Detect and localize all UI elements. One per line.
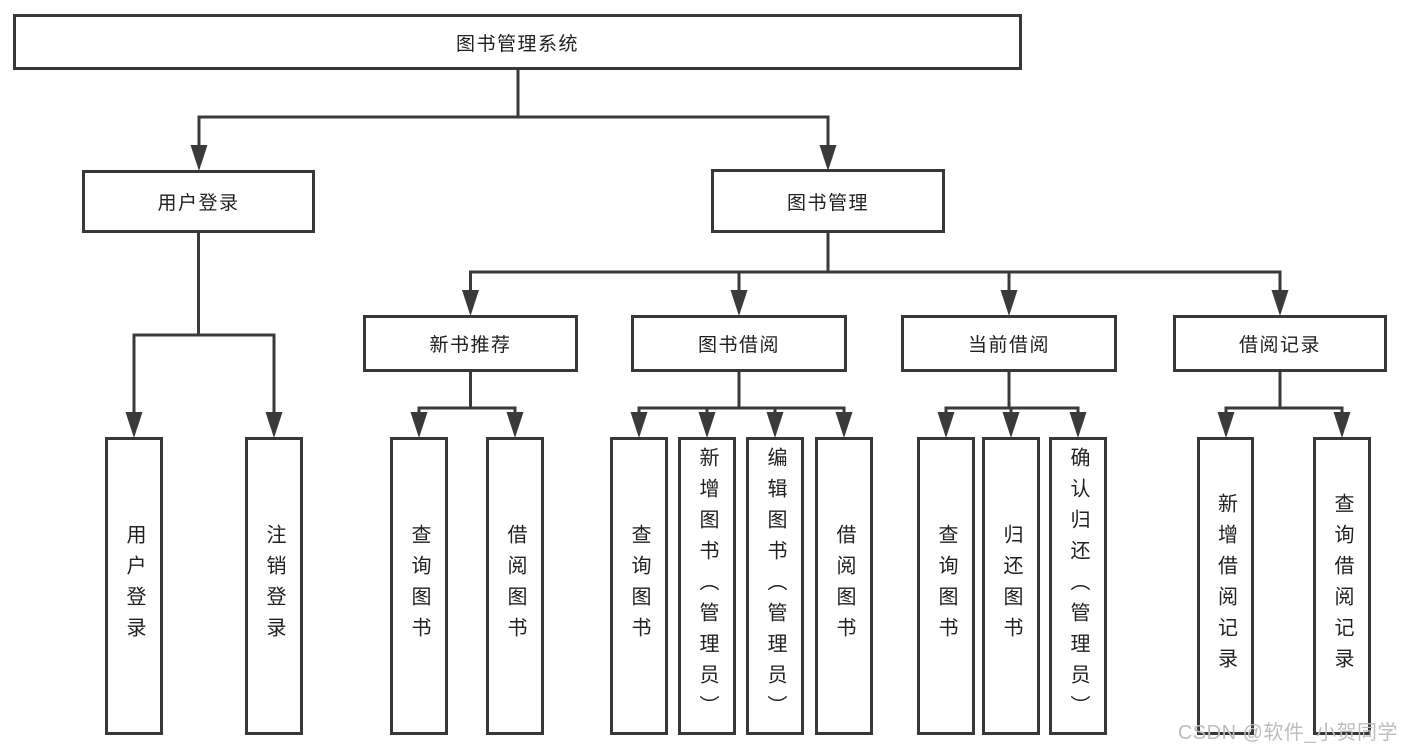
node-new-book-recommendation: 新书推荐 — [363, 315, 578, 372]
leaf-query-books-recommend-label: 查询图书 — [408, 524, 430, 648]
leaf-logout: 注销登录 — [245, 437, 303, 735]
leaf-borrow-books-label: 借阅图书 — [833, 524, 855, 648]
node-user-login-label: 用户登录 — [157, 193, 240, 214]
leaf-return-books-label: 归还图书 — [1000, 524, 1022, 648]
node-current-borrowing: 当前借阅 — [901, 315, 1117, 372]
leaf-add-borrow-record-label: 新增借阅记录 — [1214, 493, 1237, 679]
leaf-query-borrow-record: 查询借阅记录 — [1313, 437, 1371, 735]
arrowhead-icons — [125, 145, 1351, 438]
leaf-add-books-admin-label: 新增图书（管理员） — [696, 446, 718, 726]
node-book-management-label: 图书管理 — [786, 192, 869, 214]
leaf-add-books-admin: 新增图书（管理员） — [678, 437, 736, 735]
leaf-user-login: 用户登录 — [105, 437, 163, 735]
leaf-add-borrow-record: 新增借阅记录 — [1197, 437, 1254, 735]
leaf-query-books-recommend: 查询图书 — [390, 437, 448, 735]
leaf-borrow-books: 借阅图书 — [815, 437, 873, 735]
node-user-login: 用户登录 — [82, 170, 315, 233]
node-root: 图书管理系统 — [13, 14, 1022, 70]
leaf-logout-label: 注销登录 — [263, 524, 285, 648]
leaf-query-borrow-record-label: 查询借阅记录 — [1331, 493, 1353, 679]
leaf-query-books-current-label: 查询图书 — [935, 524, 957, 648]
node-new-book-recommendation-label: 新书推荐 — [429, 335, 512, 356]
node-book-borrowing: 图书借阅 — [631, 315, 847, 372]
leaf-user-login-label: 用户登录 — [123, 524, 145, 648]
leaf-borrow-books-recommend: 借阅图书 — [486, 437, 544, 735]
leaf-confirm-return-admin: 确认归还（管理员） — [1049, 437, 1107, 735]
leaf-return-books: 归还图书 — [982, 437, 1040, 735]
node-current-borrowing-label: 当前借阅 — [967, 335, 1050, 356]
node-borrowing-records-label: 借阅记录 — [1238, 335, 1321, 356]
leaf-borrow-books-recommend-label: 借阅图书 — [504, 524, 526, 648]
node-borrowing-records: 借阅记录 — [1173, 315, 1387, 372]
leaf-confirm-return-admin-label: 确认归还（管理员） — [1067, 446, 1089, 726]
node-book-borrowing-label: 图书借阅 — [697, 335, 780, 356]
leaf-edit-books-admin-label: 编辑图书（管理员） — [764, 446, 786, 726]
leaf-edit-books-admin: 编辑图书（管理员） — [746, 437, 804, 735]
node-root-label: 图书管理系统 — [455, 33, 579, 55]
leaf-query-books-current: 查询图书 — [917, 437, 975, 735]
leaf-query-books-borrow: 查询图书 — [610, 437, 668, 735]
leaf-query-books-borrow-label: 查询图书 — [628, 524, 650, 648]
watermark: CSDN @软件_小贺同学 — [1177, 722, 1398, 744]
node-book-management: 图书管理 — [711, 169, 945, 233]
